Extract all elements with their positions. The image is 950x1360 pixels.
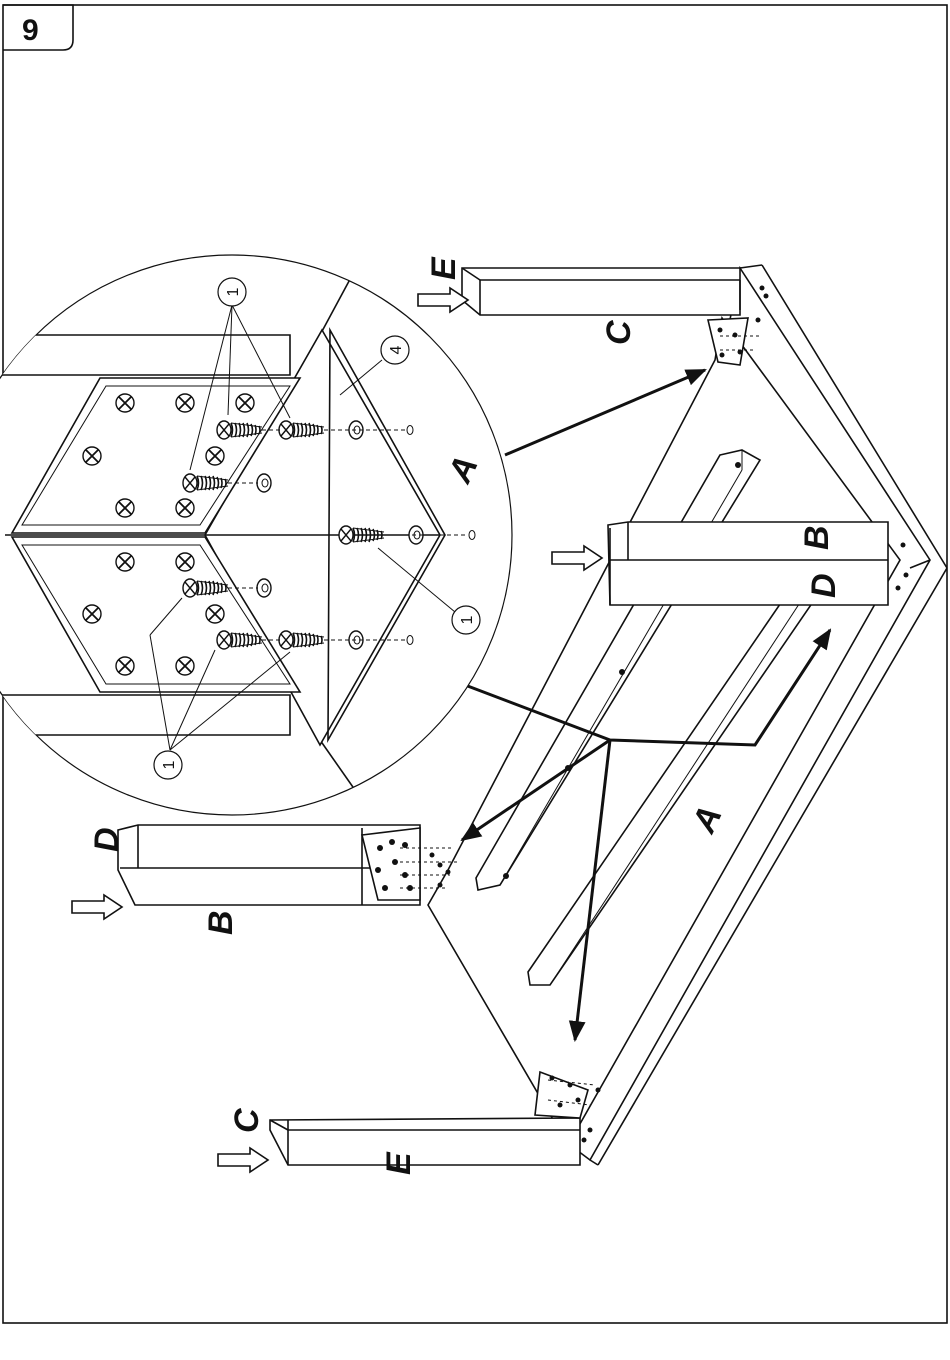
part-label-e: E xyxy=(380,1151,418,1175)
push-arrow-icon xyxy=(552,546,602,570)
callout-screw: 1 xyxy=(161,760,178,769)
leg-b-back xyxy=(608,522,888,605)
leg-c-top xyxy=(462,268,740,315)
part-label-c: C xyxy=(600,320,638,345)
step-number: 9 xyxy=(22,14,39,47)
callout-washer: 4 xyxy=(388,345,405,354)
part-label-d: D xyxy=(805,573,843,598)
push-arrow-icon xyxy=(418,288,468,312)
part-label-e: E xyxy=(425,256,463,280)
part-label-c: C xyxy=(228,1108,266,1133)
part-label-b: B xyxy=(202,910,240,935)
part-label-b: B xyxy=(798,525,836,550)
callout-screw: 1 xyxy=(225,287,242,296)
leg-c-bottom xyxy=(270,1118,580,1165)
push-arrow-icon xyxy=(218,1148,268,1172)
part-label-d: D xyxy=(88,827,126,852)
push-arrow-icon xyxy=(72,895,122,919)
detail-magnifier: 1 4 1 1 A xyxy=(0,255,512,815)
corner-bracket-top xyxy=(708,318,748,365)
callout-screw: 1 xyxy=(459,615,476,624)
